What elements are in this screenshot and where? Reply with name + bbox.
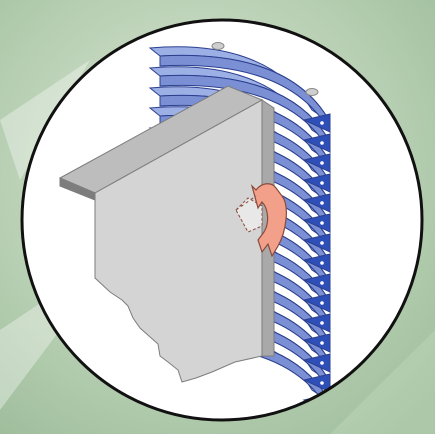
fin-bump bbox=[212, 43, 224, 50]
fin-bump bbox=[306, 89, 318, 96]
